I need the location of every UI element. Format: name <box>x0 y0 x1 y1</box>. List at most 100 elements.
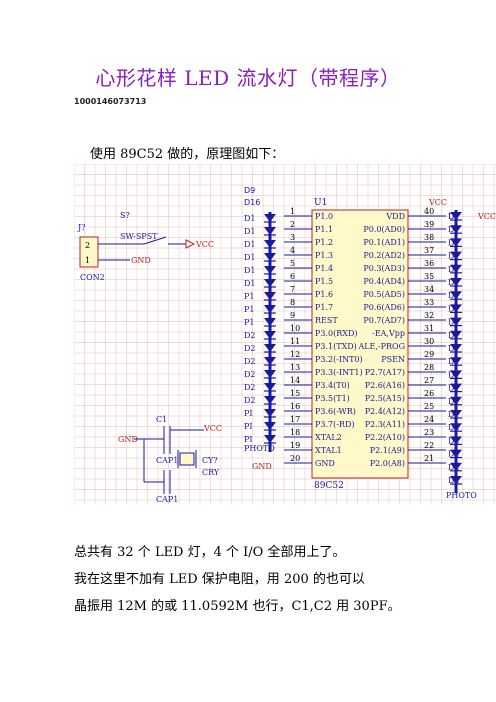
led-label: D1 <box>448 212 460 221</box>
chip-body <box>311 209 409 479</box>
led-symbol <box>450 357 462 366</box>
led-symbol <box>264 357 276 365</box>
pin-number: 16 <box>290 402 300 411</box>
led-symbol <box>264 266 276 274</box>
pin-number: 6 <box>290 272 295 281</box>
led-label: D2 <box>448 423 460 432</box>
pin-number: 5 <box>290 259 295 268</box>
pin-number: 20 <box>290 454 300 463</box>
led-label: D1 <box>448 291 460 300</box>
led-symbol <box>264 318 276 326</box>
led-label: P1 <box>244 305 254 314</box>
paragraph: 我在这里不加有 LED 保护电阻，用 200 的也可以 <box>74 572 365 587</box>
pin-name: P2.1(A9) <box>370 446 405 455</box>
pin-name: XTAL2 <box>315 433 342 442</box>
led-symbol <box>264 396 276 404</box>
led-label: D2 <box>244 396 256 405</box>
led-label: D1 <box>448 370 460 379</box>
gnd-net-label: GND <box>118 435 138 444</box>
pin-name: P2.7(A17) <box>365 368 405 377</box>
led-symbol <box>264 370 276 378</box>
led-label: P1 <box>244 318 254 327</box>
led-symbol <box>450 476 462 484</box>
led-symbol <box>450 278 462 286</box>
pin-number: 15 <box>290 389 300 398</box>
led-symbol <box>450 462 462 471</box>
led-symbol <box>264 383 276 391</box>
led-label: D2 <box>244 370 256 379</box>
pin-name: P1.3 <box>315 251 333 260</box>
pin-name: P3.6(-WR) <box>315 407 356 416</box>
crystal-body <box>179 452 195 466</box>
gnd-net-label: GND <box>131 256 151 265</box>
led-label: D1 <box>448 278 460 287</box>
pin-number: 8 <box>290 298 295 307</box>
led-label: D1 <box>244 266 256 275</box>
switch-part: SW-SPST <box>120 232 158 241</box>
led-label: D2 <box>448 476 460 485</box>
led-label: PI <box>244 409 253 418</box>
pin-name: P3.0(RXD) <box>315 329 357 338</box>
pin-number: 13 <box>290 363 300 372</box>
pin-name: -EA,Vpp <box>372 329 405 338</box>
pin-number: 34 <box>424 285 434 294</box>
led-label: D1 <box>448 318 460 327</box>
led-label: D2 <box>244 383 256 392</box>
document-id: 1000146073713 <box>74 97 147 106</box>
led-label: D1 <box>448 265 460 274</box>
led-label: D1 <box>244 253 256 262</box>
led-symbol <box>450 436 462 445</box>
pin-number: 28 <box>424 363 434 372</box>
pin-number: 12 <box>290 350 300 359</box>
pin-name: P0.2(AD2) <box>363 251 405 260</box>
led-label: P1 <box>244 292 254 301</box>
pin-name: P2.3(A11) <box>365 420 405 429</box>
pin-name: P3.2(-INT0) <box>315 355 363 364</box>
led-symbol <box>450 344 462 352</box>
pin-number: 25 <box>424 402 434 411</box>
pin-number: 40 <box>424 207 434 216</box>
document-title: 心形花样 LED 流水灯（带程序） <box>95 66 401 90</box>
pin-number: 39 <box>424 220 434 229</box>
led-label: D1 <box>244 279 256 288</box>
pin-number: 10 <box>290 324 300 333</box>
pin-name: P1.7 <box>315 303 333 312</box>
pin-number: 21 <box>424 454 434 463</box>
led-label: D2 <box>244 344 256 353</box>
schematic-diagram: D9 D16 U1 VCC VCC 89C52 1P1.02P1.13P1.24… <box>74 164 496 504</box>
pin-number: 36 <box>424 259 434 268</box>
led-label: D2 <box>448 463 460 472</box>
vcc-net-label: VCC <box>195 240 214 249</box>
led-symbol <box>264 435 276 443</box>
pin-name: P3.4(T0) <box>315 381 350 390</box>
pin-name: REST <box>315 316 338 325</box>
led-symbol <box>264 422 276 430</box>
led-label: D1 <box>448 397 460 406</box>
led-symbol <box>450 264 462 273</box>
pin-name: P3.5(T1) <box>315 394 350 403</box>
pin-name: XTAL1 <box>315 446 342 455</box>
connector-pin: 2 <box>85 241 90 250</box>
led-symbol <box>264 331 276 339</box>
pin-number: 35 <box>424 272 434 281</box>
pin-name: P1.1 <box>315 225 333 234</box>
connector-pin: 1 <box>85 256 90 265</box>
led-label: D1 <box>244 214 256 223</box>
led-symbol <box>450 238 462 247</box>
led-label: D1 <box>448 225 460 234</box>
led-label: D1 <box>244 240 256 249</box>
pin-name: P0.5(AD5) <box>363 290 405 299</box>
led-label: D1 <box>448 410 460 419</box>
pin-name: P2.6(A16) <box>365 381 405 390</box>
led-label: D1 <box>244 227 256 236</box>
chip-part-label: 89C52 <box>314 481 344 491</box>
paragraph: 总共有 32 个 LED 灯，4 个 I/O 全部用上了。 <box>74 545 346 560</box>
pin-number: 32 <box>424 311 434 320</box>
vcc-top-label: VCC <box>428 198 447 207</box>
vcc-net-label: VCC <box>203 424 222 433</box>
pin-number: 7 <box>290 285 295 294</box>
pin-number: 38 <box>424 233 434 242</box>
crystal-ref: CY? <box>202 456 218 465</box>
pin-name: P0.0(AD0) <box>363 225 405 234</box>
led-symbol <box>264 305 276 313</box>
